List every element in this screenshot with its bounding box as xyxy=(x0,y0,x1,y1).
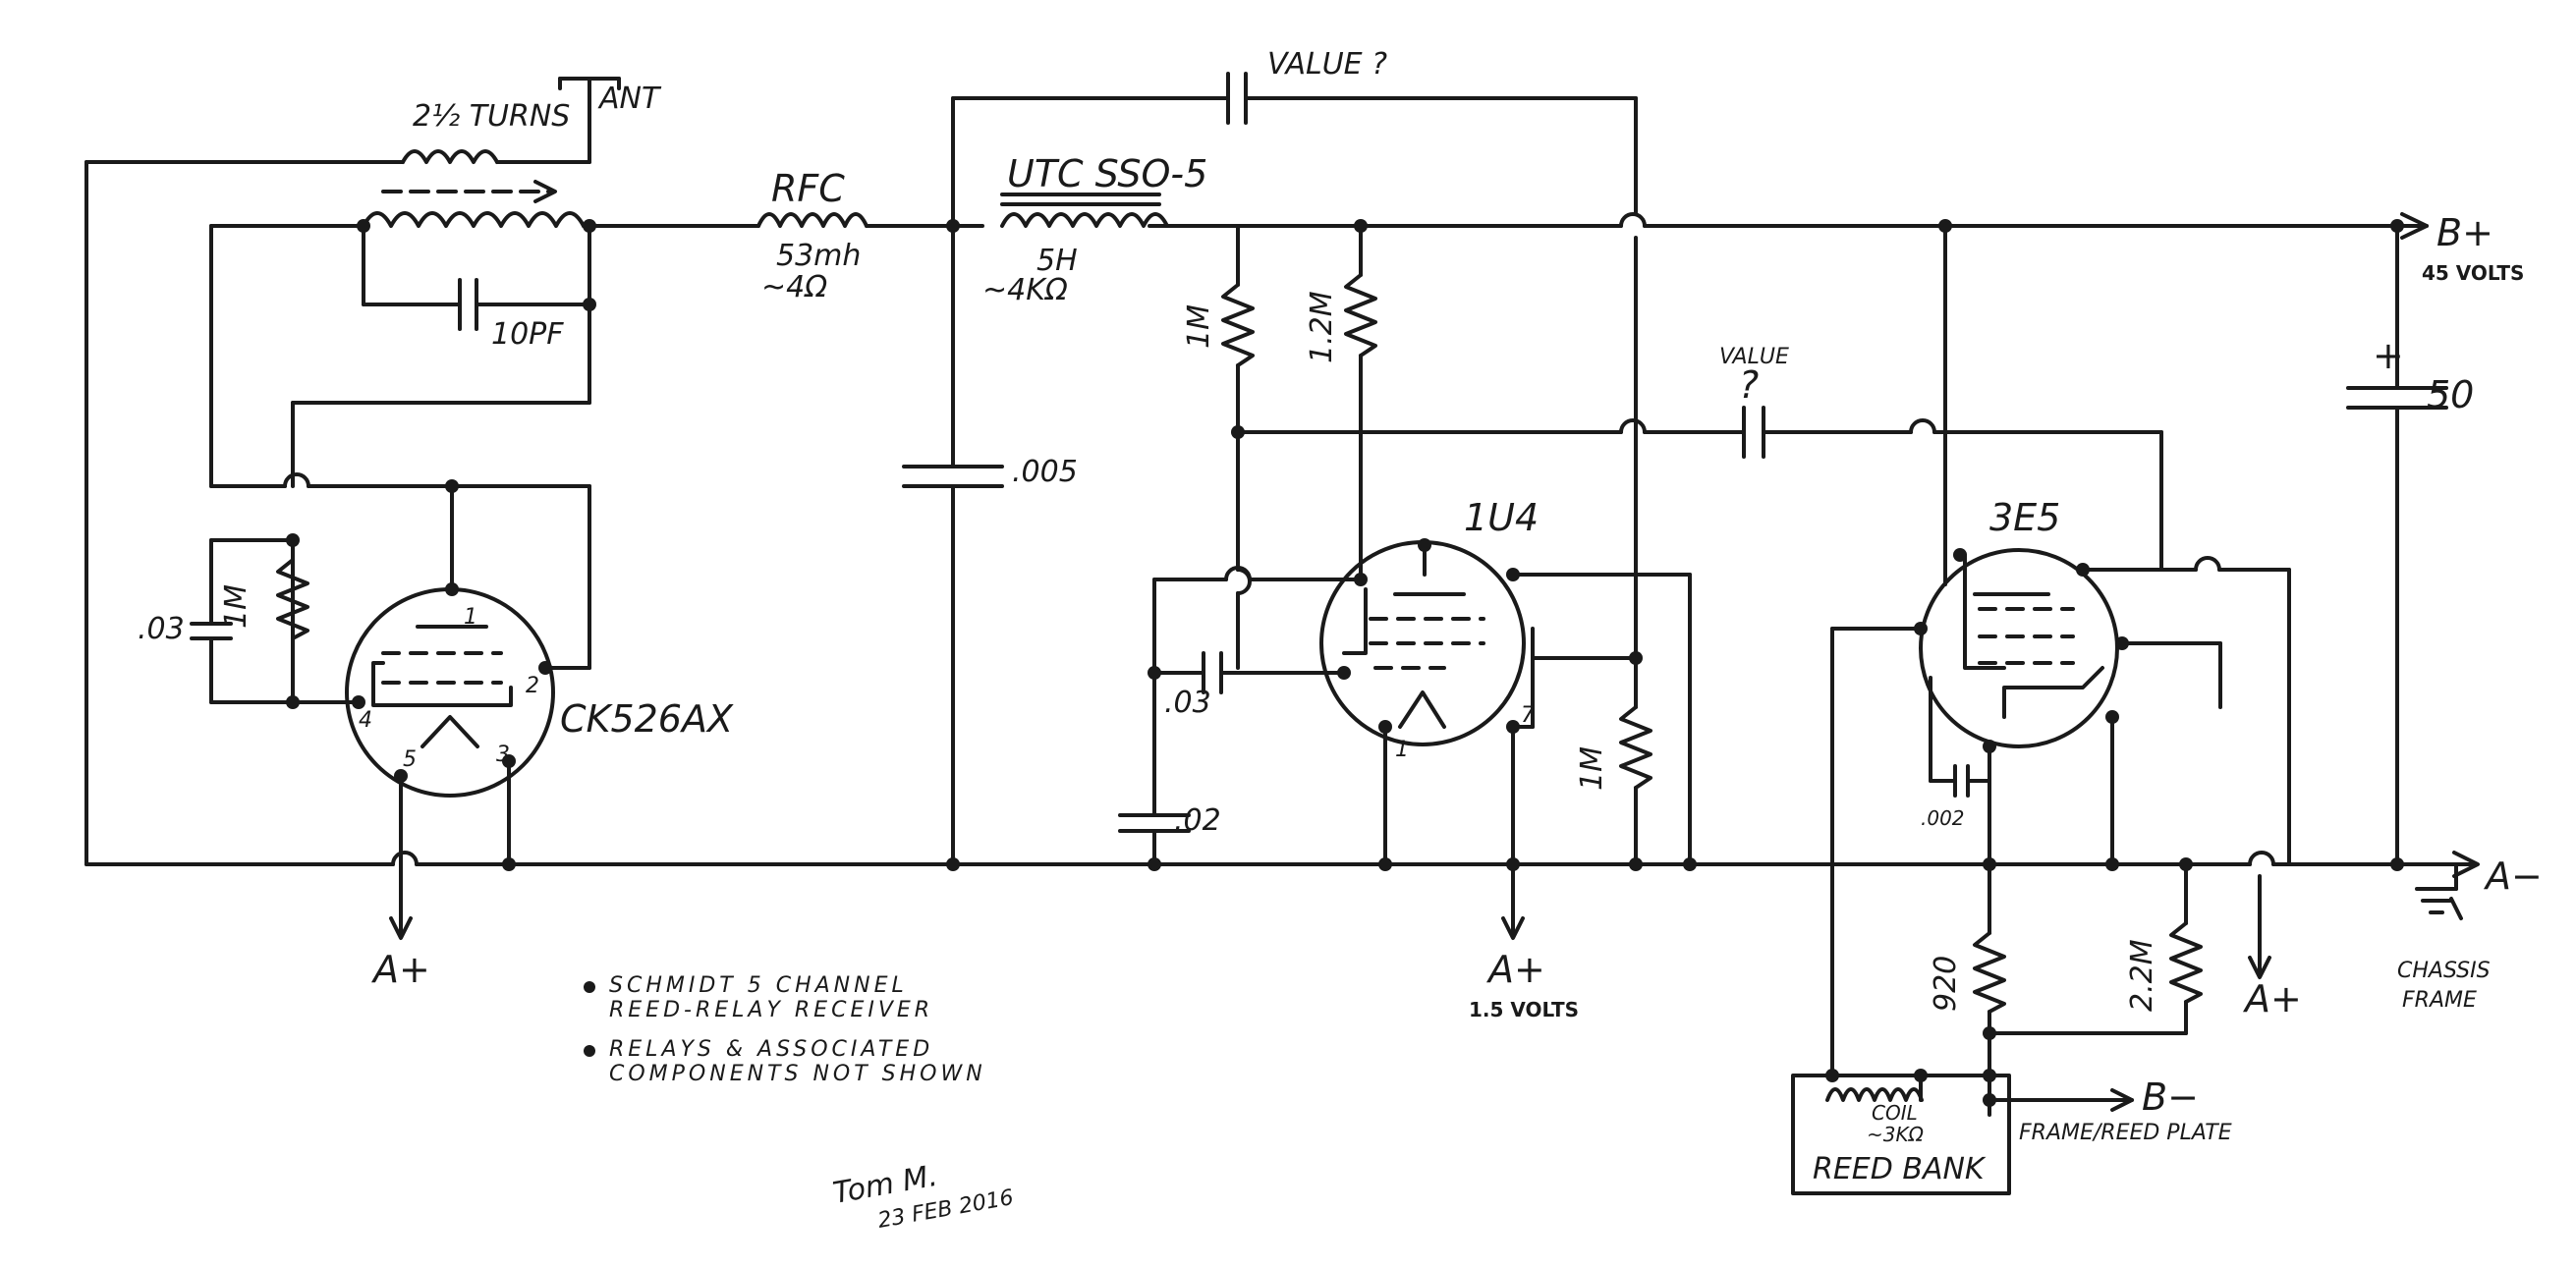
reed-coil-resistance: ~3KΩ xyxy=(1867,1123,1925,1146)
junction-dots xyxy=(286,219,2404,1107)
antenna-turns-label: 2½ TURNS xyxy=(413,99,570,134)
rfc-label: RFC xyxy=(771,167,845,210)
chassis-ground-icon xyxy=(2415,862,2463,920)
note2-line1: RELAYS & ASSOCIATED xyxy=(609,1037,933,1062)
antenna-label: ANT xyxy=(597,82,662,116)
capacitor-03 xyxy=(1152,651,1346,694)
reed-bank-box xyxy=(1791,1074,2011,1195)
top-cap-label: VALUE ? xyxy=(1267,47,1387,82)
r920-label: 920 xyxy=(1929,956,1963,1012)
grid-capacitor xyxy=(190,538,295,704)
c002-label: .002 xyxy=(1921,806,1965,830)
reed-bank-label: REED BANK xyxy=(1813,1152,1987,1186)
bplus-volts: 45 VOLTS xyxy=(2422,261,2524,285)
plate-resistor-1m xyxy=(1221,283,1255,367)
aplus3-label: A+ xyxy=(2242,977,2302,1020)
capacitor-002 xyxy=(1929,676,1991,798)
tube2-label: 1U4 xyxy=(1464,496,1539,539)
filter-cap-value: 50 xyxy=(2427,373,2474,416)
chassis-label-2: FRAME xyxy=(2402,988,2477,1013)
tube2-pin7: 7 xyxy=(1521,703,1535,728)
r1m-lower-label: 1M xyxy=(1575,746,1609,791)
aplus2-label: A+ xyxy=(1485,948,1545,991)
tube1-pin2: 2 xyxy=(526,674,539,698)
aplus2-volts: 1.5 VOLTS xyxy=(1469,998,1579,1021)
transformer-label: UTC SSO-5 xyxy=(1007,152,1207,195)
top-capacitor xyxy=(951,72,1638,424)
coupling-cap-value: ? xyxy=(1739,363,1759,407)
r1m-label: 1M xyxy=(1182,304,1216,349)
tank-cap-label: 10PF xyxy=(491,317,564,352)
screen-resistor-1-2m xyxy=(1344,273,1377,358)
bypass-cap-label: .005 xyxy=(1012,455,1078,489)
reed-coil-label: COIL xyxy=(1872,1101,1918,1125)
chassis-label-1: CHASSIS xyxy=(2397,959,2491,983)
coupling-cap-label: VALUE xyxy=(1719,345,1789,369)
resistor-2-2m xyxy=(2169,921,2203,1004)
grid-cap-label: .03 xyxy=(138,612,185,646)
resistor-920 xyxy=(1973,931,2006,1014)
reed-coil xyxy=(1825,1087,1924,1102)
transformer-inductance: 5H xyxy=(1036,244,1078,278)
tube3-label: 3E5 xyxy=(1989,496,2060,539)
resistor-1m-lower xyxy=(1619,705,1652,790)
r22m-label: 2.2M xyxy=(2125,939,2159,1012)
tube1-pin5: 5 xyxy=(403,747,417,772)
rfc-inductance: 53mh xyxy=(776,239,861,273)
filter-capacitor xyxy=(2346,224,2448,866)
tank-coil xyxy=(209,180,744,228)
note2-line2: COMPONENTS NOT SHOWN xyxy=(609,1062,986,1086)
note1-line2: REED-RELAY RECEIVER xyxy=(609,998,933,1022)
tube1-pin3: 3 xyxy=(496,743,510,767)
transformer-resistance: ~4KΩ xyxy=(982,273,1068,307)
aminus-label: A− xyxy=(2483,855,2543,898)
antenna-coil xyxy=(401,77,621,164)
tube1-pin1: 1 xyxy=(464,605,477,630)
tank-capacitor xyxy=(362,224,591,405)
tube2-pin1: 1 xyxy=(1395,738,1409,762)
utc-transformer xyxy=(1000,193,1169,228)
reed-frame-label: FRAME/REED PLATE xyxy=(2019,1121,2232,1145)
rfc-resistance: ~4Ω xyxy=(761,270,827,304)
tube-3e5 xyxy=(1919,548,2119,748)
c02-label: .02 xyxy=(1174,803,1221,838)
coupling-capacitor xyxy=(1742,406,2163,552)
r12m-label: 1.2M xyxy=(1305,291,1339,363)
bminus-label: B− xyxy=(2142,1075,2199,1119)
bypass-capacitor xyxy=(902,224,1004,866)
filter-cap-plus: + xyxy=(2373,334,2404,377)
tube-ck526ax xyxy=(345,587,555,798)
c03-label: .03 xyxy=(1164,686,1211,720)
aplus1-label: A+ xyxy=(370,948,430,991)
rf-choke xyxy=(740,212,955,228)
tube1-label: CK526AX xyxy=(560,697,734,741)
tube1-pin4: 4 xyxy=(359,708,372,733)
bplus-label: B+ xyxy=(2436,211,2493,254)
grid-res-label: 1M xyxy=(219,584,253,629)
note1-line1: SCHMIDT 5 CHANNEL xyxy=(609,973,908,998)
